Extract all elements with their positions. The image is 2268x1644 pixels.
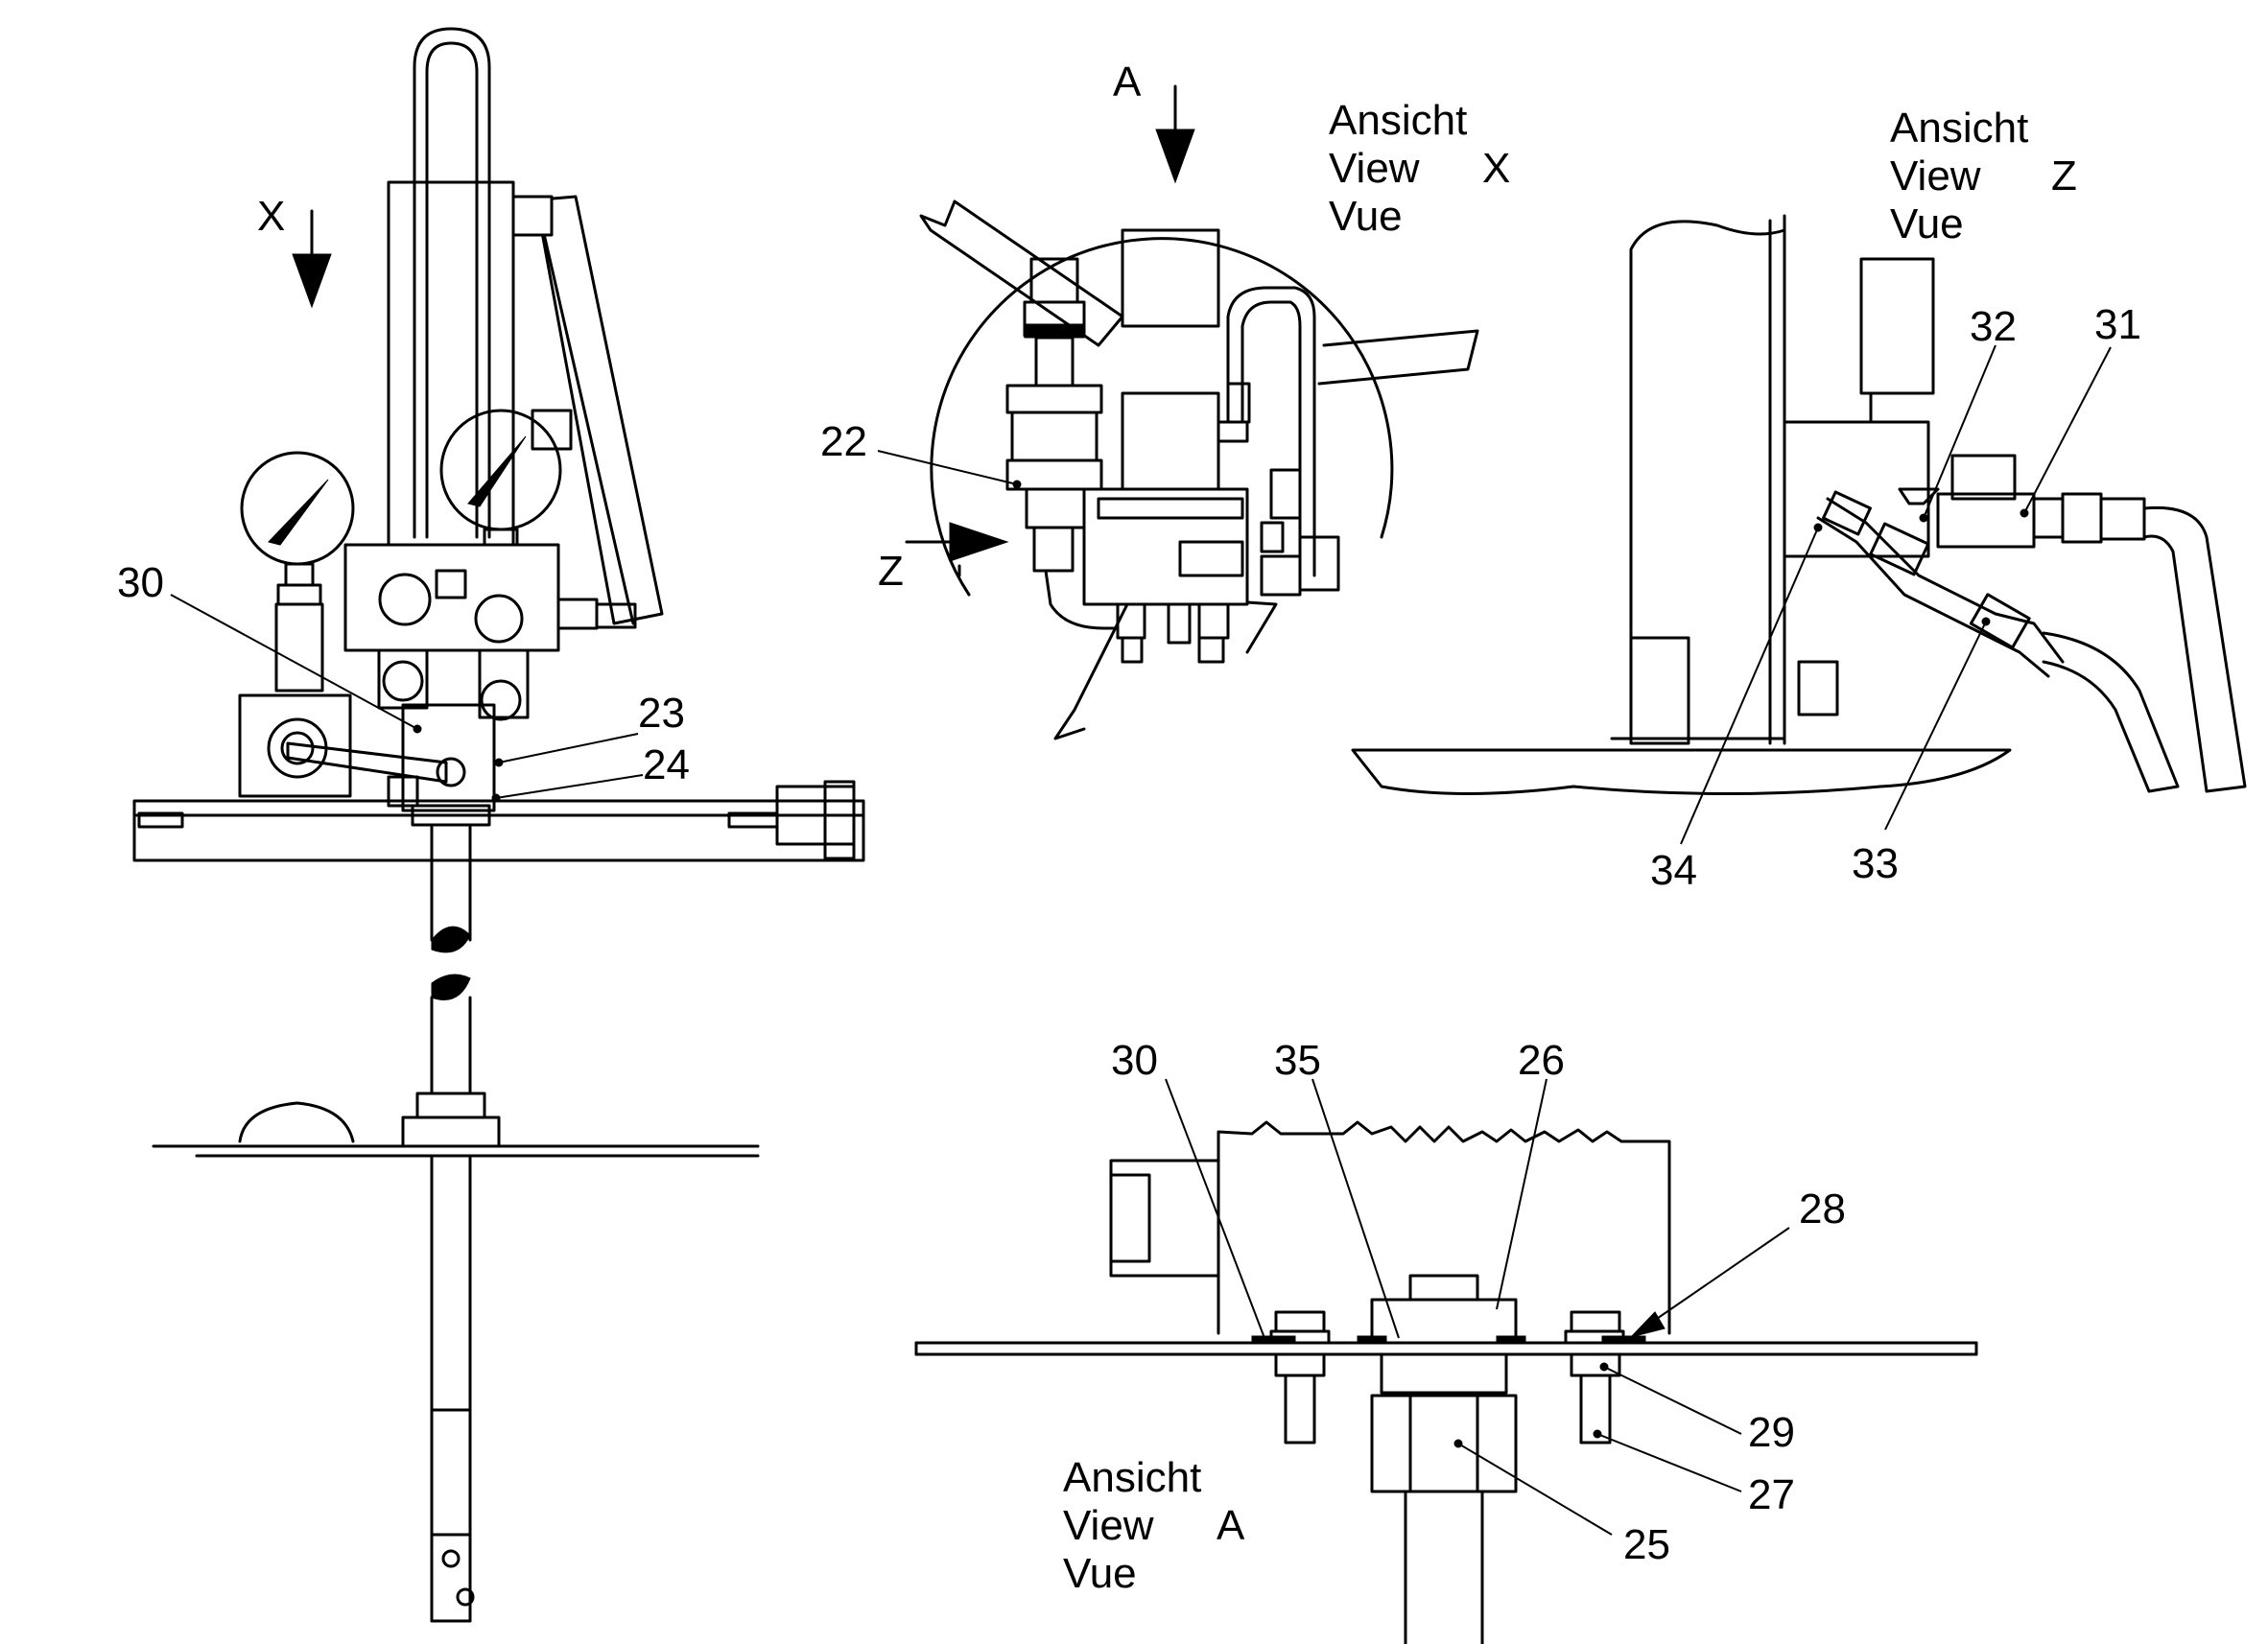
callout-30-main: 30: [117, 559, 164, 606]
callout-27: 27: [1748, 1471, 1795, 1518]
view-x-detail: A Z 22 Ansicht View X Vue: [820, 59, 1510, 740]
marker-z: Z: [878, 548, 904, 595]
view-x-caption-line3: Vue: [1329, 193, 1403, 240]
callout-22: 22: [820, 418, 867, 465]
view-a-caption-line2: View: [1063, 1502, 1154, 1549]
main-assembly-view: X 30 23 24: [117, 27, 865, 1623]
marker-a: A: [1113, 59, 1142, 106]
view-z-caption-line3: Vue: [1890, 200, 1964, 247]
callout-32: 32: [1970, 303, 2017, 350]
callout-26: 26: [1518, 1037, 1565, 1084]
callout-28: 28: [1799, 1186, 1846, 1233]
marker-x: X: [257, 193, 285, 240]
view-z-letter: Z: [2051, 153, 2077, 200]
view-x-letter: X: [1482, 145, 1510, 192]
view-x-caption-line1: Ansicht: [1329, 97, 1467, 144]
view-z-caption-line2: View: [1890, 153, 1981, 200]
callout-24: 24: [643, 741, 690, 788]
callout-25: 25: [1623, 1521, 1670, 1568]
callout-34: 34: [1650, 847, 1697, 894]
callout-29: 29: [1748, 1409, 1795, 1456]
view-a-letter: A: [1217, 1502, 1245, 1549]
view-z-detail: Ansicht View Z Vue 32 31 34 33: [1351, 105, 2247, 894]
view-a-detail: 30 35 26 28 29 27 25 Ansicht View A Vue: [914, 1037, 1978, 1644]
view-x-caption-line2: View: [1329, 145, 1420, 192]
callout-30-view-a: 30: [1111, 1037, 1158, 1084]
callout-33: 33: [1852, 840, 1899, 887]
callout-31: 31: [2094, 301, 2141, 348]
callout-23: 23: [638, 690, 685, 737]
view-a-caption-line3: Vue: [1063, 1550, 1137, 1597]
callout-35: 35: [1274, 1037, 1321, 1084]
view-a-caption-line1: Ansicht: [1063, 1454, 1201, 1501]
view-z-caption-line1: Ansicht: [1890, 105, 2028, 152]
